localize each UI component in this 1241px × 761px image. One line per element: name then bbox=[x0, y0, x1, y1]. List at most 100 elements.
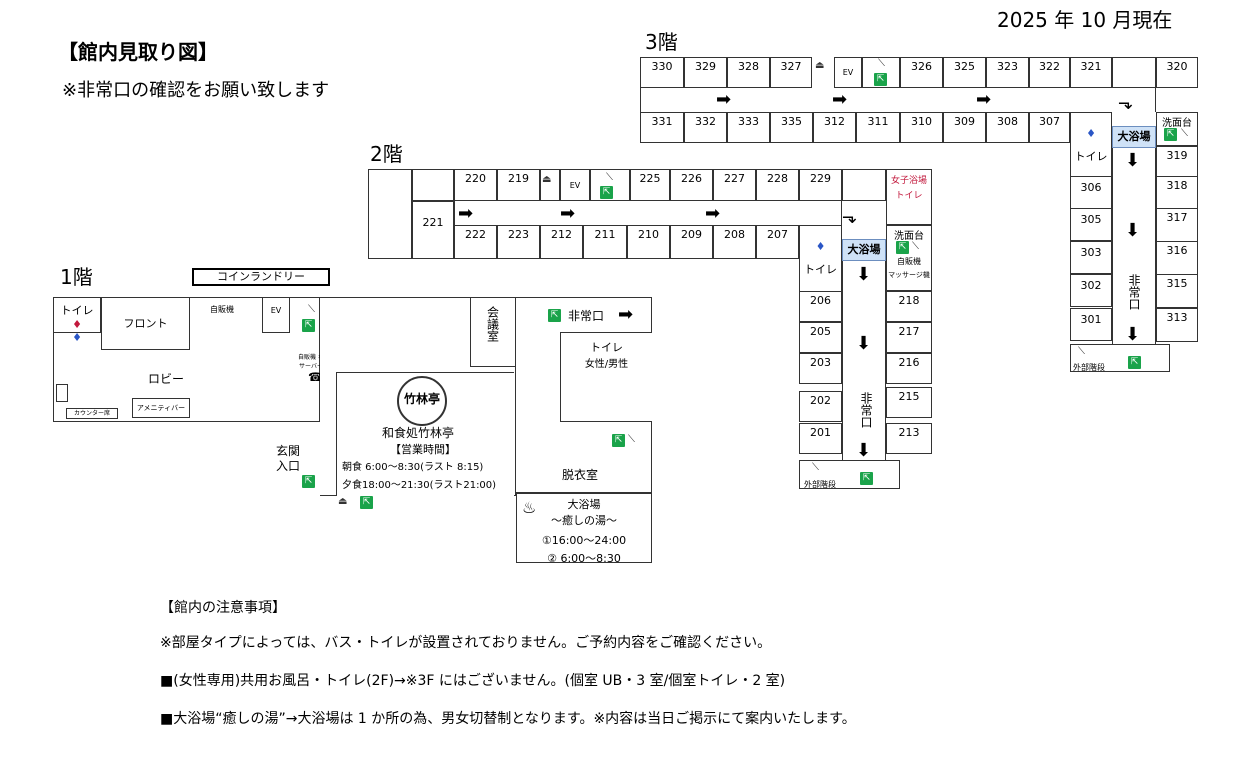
floor2-blank bbox=[412, 169, 454, 201]
floor2-label: 2階 bbox=[370, 142, 403, 166]
room-326: 326 bbox=[900, 57, 943, 88]
corridor-arrow-icon: ⬇ bbox=[856, 264, 872, 285]
entrance-label-1: 玄関 bbox=[276, 444, 301, 458]
floor2-womens-bath: 女子浴場トイレ bbox=[886, 169, 932, 225]
restaurant-name: 和食処竹林亭 bbox=[382, 426, 455, 440]
floor2-blank-top bbox=[842, 169, 886, 201]
floor1-front: フロント bbox=[101, 297, 190, 350]
corridor-arrow-icon: ⬇ bbox=[856, 333, 872, 354]
notes-heading: 【館内の注意事項】 bbox=[160, 600, 286, 616]
restaurant-dinner: 夕食18:00～21:30(ラスト21:00) bbox=[342, 480, 497, 491]
floor1-emergency-exit: 非常口 bbox=[568, 309, 605, 323]
floor2-shoe-cell bbox=[540, 169, 560, 201]
stairs-icon: ⟍ bbox=[1078, 346, 1085, 357]
room-229: 229 bbox=[799, 169, 842, 201]
hot-spring-icon: ♨ bbox=[522, 498, 537, 517]
room-223: 223 bbox=[497, 225, 540, 259]
room-211: 211 bbox=[583, 225, 627, 259]
shoe-icon: ⏏ bbox=[542, 174, 552, 185]
floor1-counter-seats: カウンター席 bbox=[66, 408, 118, 419]
floor1-counter-box bbox=[56, 384, 68, 402]
shoe-icon: ⏏ bbox=[338, 496, 348, 507]
room-302: 302 bbox=[1070, 274, 1112, 307]
room-209: 209 bbox=[670, 225, 713, 259]
room-327: 327 bbox=[770, 57, 812, 88]
corridor-arrow-icon: ➡ bbox=[832, 89, 848, 110]
exit-sign-icon: ⇱ bbox=[302, 319, 315, 332]
room-333: 333 bbox=[727, 112, 770, 143]
room-318: 318 bbox=[1156, 176, 1198, 210]
room-203: 203 bbox=[799, 353, 842, 384]
floor3-wing-corridor bbox=[1112, 148, 1156, 344]
floor3-label: 3階 bbox=[645, 30, 678, 54]
room-225: 225 bbox=[630, 169, 670, 201]
room-306: 306 bbox=[1070, 176, 1112, 209]
page-subtitle: ※非常口の確認をお願い致します bbox=[62, 80, 330, 101]
floor2-ev: EV bbox=[560, 169, 590, 201]
room-310: 310 bbox=[900, 112, 943, 143]
exit-sign-icon: ⇱ bbox=[302, 475, 315, 488]
room-208: 208 bbox=[713, 225, 756, 259]
stairs-icon: ⟍ bbox=[1181, 128, 1188, 139]
stairs-icon: ⟍ bbox=[812, 462, 819, 473]
room-226: 226 bbox=[670, 169, 713, 201]
room-206: 206 bbox=[799, 291, 842, 322]
floor3-ev: EV bbox=[834, 57, 862, 88]
floor3-blank bbox=[1112, 57, 1156, 88]
room-216: 216 bbox=[886, 353, 932, 384]
room-335: 335 bbox=[770, 112, 813, 143]
restaurant-breakfast: 朝食 6:00～8:30(ラスト 8:15) bbox=[342, 462, 484, 473]
corridor-arrow-icon: ⬎ bbox=[842, 207, 858, 228]
exit-sign-icon: ⇱ bbox=[1128, 356, 1141, 369]
room-328: 328 bbox=[727, 57, 770, 88]
room-202: 202 bbox=[799, 391, 842, 422]
room-330: 330 bbox=[640, 57, 684, 88]
exit-sign-icon: ⇱ bbox=[896, 241, 909, 254]
floor1-meeting-room: 会議室 bbox=[470, 297, 516, 367]
room-332: 332 bbox=[684, 112, 727, 143]
floor2-corridor bbox=[454, 201, 842, 225]
date-label: 2025 年 10 月現在 bbox=[997, 8, 1173, 32]
exit-sign-icon: ⇱ bbox=[1164, 128, 1177, 141]
corridor-arrow-icon: ➡ bbox=[705, 203, 721, 224]
room-217: 217 bbox=[886, 322, 932, 353]
room-309: 309 bbox=[943, 112, 986, 143]
room-322: 322 bbox=[1029, 57, 1070, 88]
corridor-arrow-icon: ⬇ bbox=[1125, 324, 1141, 345]
exit-sign-icon: ⇱ bbox=[874, 73, 887, 86]
stairs-icon: ⟍ bbox=[628, 434, 635, 445]
room-213: 213 bbox=[886, 423, 932, 454]
room-301: 301 bbox=[1070, 308, 1112, 341]
room-212: 212 bbox=[540, 225, 583, 259]
corridor-arrow-icon: ⬇ bbox=[1125, 220, 1141, 241]
room-201: 201 bbox=[799, 423, 842, 454]
floor2-outside-stairs: 外部階段 bbox=[799, 460, 900, 489]
room-319: 319 bbox=[1156, 146, 1198, 180]
stairs-icon: ⟍ bbox=[308, 304, 315, 315]
room-315: 315 bbox=[1156, 274, 1198, 308]
room-305: 305 bbox=[1070, 208, 1112, 241]
room-215: 215 bbox=[886, 387, 932, 418]
floor1-water-server: 自販機 ホサーバー bbox=[298, 354, 324, 370]
corridor-arrow-icon: ⬎ bbox=[1118, 93, 1134, 114]
room-313: 313 bbox=[1156, 308, 1198, 342]
notes-line-3: ■大浴場“癒しの湯”→大浴場は 1 か所の為、男女切替制となります。※内容は当日… bbox=[160, 711, 856, 727]
floor3-washstand: 洗面台 bbox=[1156, 112, 1198, 146]
room-205: 205 bbox=[799, 322, 842, 353]
corridor-arrow-icon: ➡ bbox=[618, 304, 634, 325]
exit-sign-icon: ⇱ bbox=[860, 472, 873, 485]
floor3-outside-stairs: 外部階段 bbox=[1070, 344, 1170, 372]
shoe-icon: ⏏ bbox=[815, 60, 825, 71]
floor3-bath: 大浴場 bbox=[1112, 126, 1156, 148]
room-329: 329 bbox=[684, 57, 727, 88]
notes-line-1: ※部屋タイプによっては、バス・トイレが設置されておりません。ご予約内容をご確認く… bbox=[160, 635, 772, 651]
floor2-bath: 大浴場 bbox=[842, 239, 886, 261]
room-227: 227 bbox=[713, 169, 756, 201]
floor3-corridor bbox=[640, 88, 1156, 112]
entrance-label-2: 入口 bbox=[276, 459, 301, 473]
floor1-ev: EV bbox=[262, 297, 290, 333]
room-220: 220 bbox=[454, 169, 497, 201]
room-307: 307 bbox=[1029, 112, 1070, 143]
exit-sign-icon: ⇱ bbox=[600, 186, 613, 199]
